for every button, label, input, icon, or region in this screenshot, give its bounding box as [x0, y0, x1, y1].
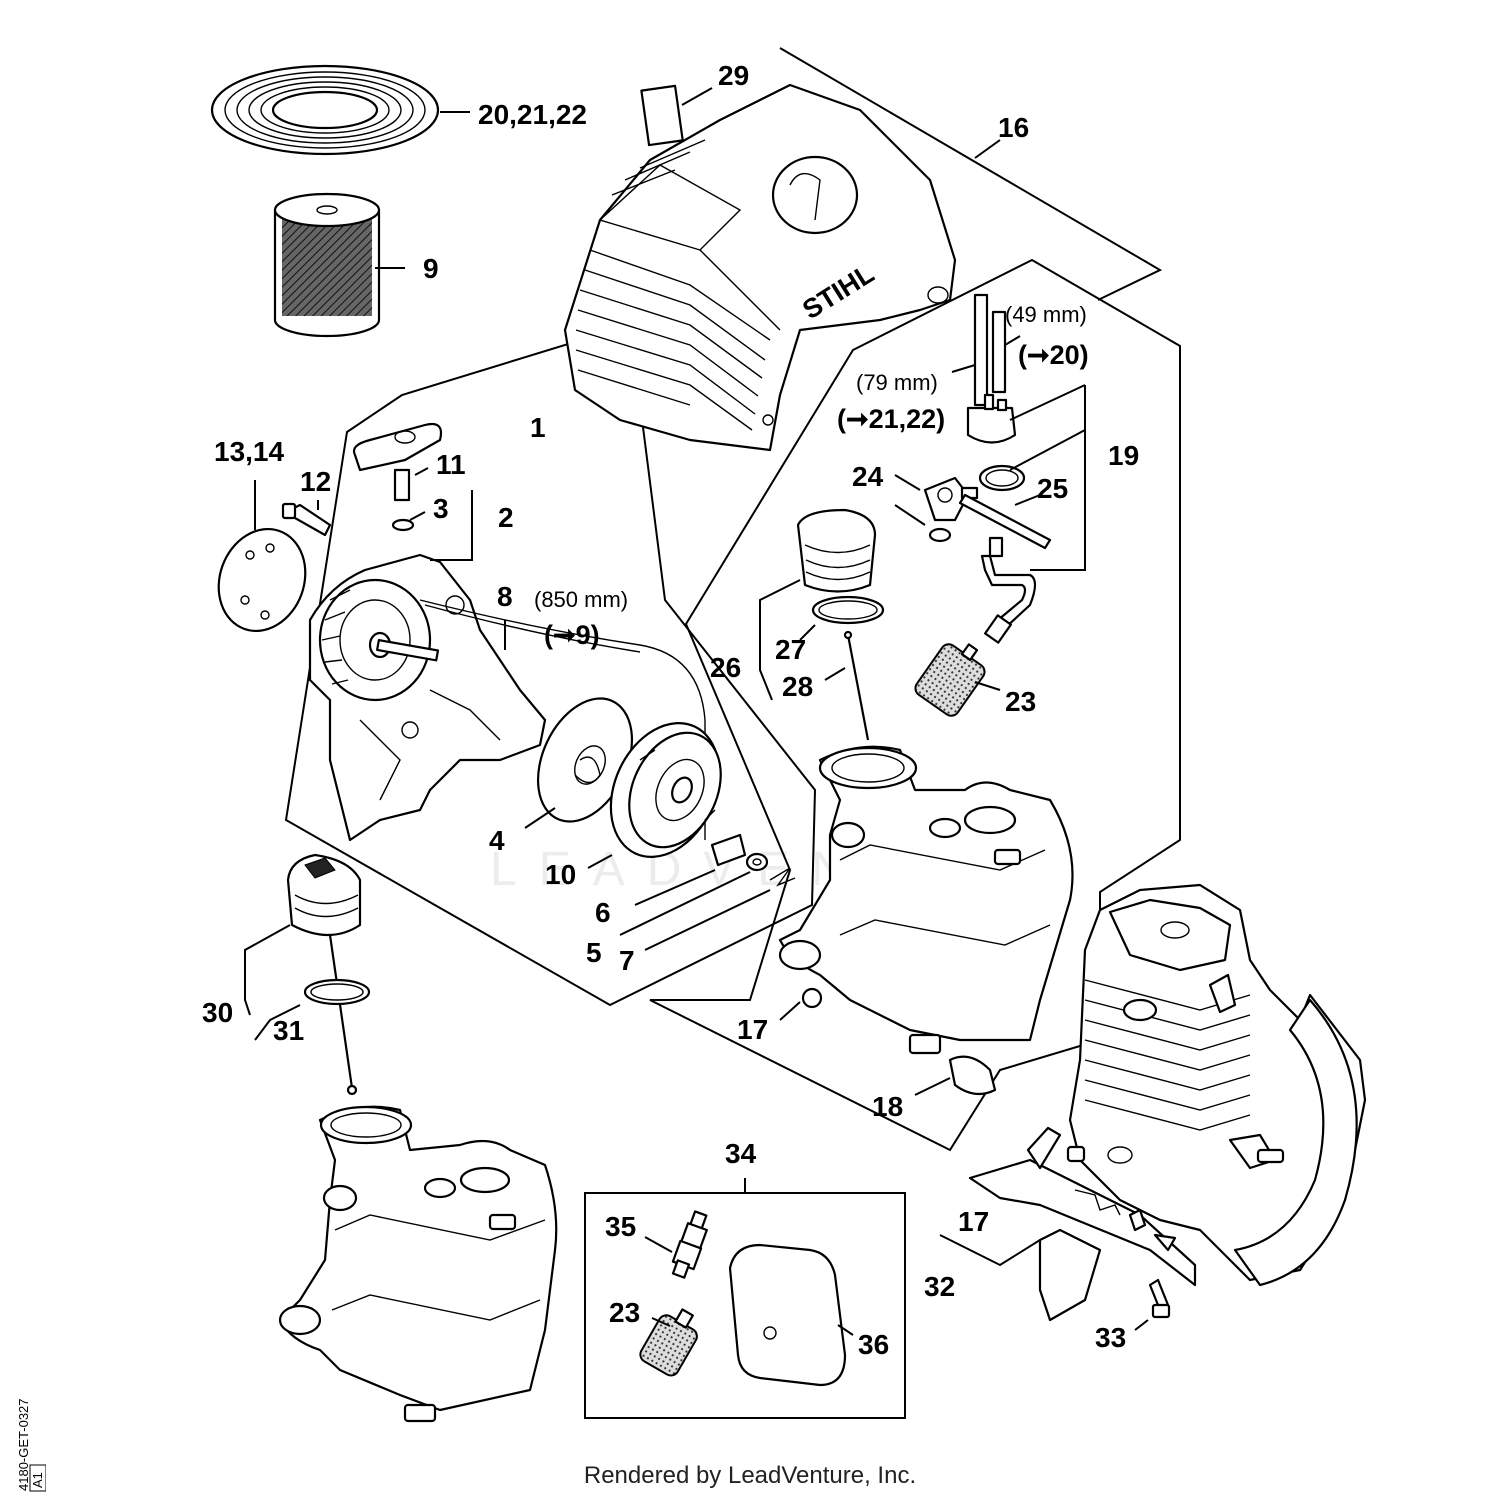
air-filter [728, 1243, 847, 1387]
callout-36: 36 [858, 1329, 889, 1360]
fuel-tank-lower [278, 1105, 558, 1423]
sticker-label [640, 84, 684, 147]
fan-housing [308, 553, 547, 842]
starter-handle [352, 422, 443, 502]
callout-9: 9 [423, 253, 439, 284]
callout-4: 4 [489, 825, 505, 856]
callout-2: 2 [498, 502, 514, 533]
note-to-9: (➞9) [544, 620, 600, 650]
drawing-revision: A1 [30, 1472, 45, 1488]
callout-13-14: 13,14 [214, 436, 284, 467]
bracket-screw-33 [1148, 1278, 1171, 1319]
callout-23-kit: 23 [609, 1297, 640, 1328]
starter-screw-12 [281, 502, 332, 537]
group-outline-16 [779, 47, 1163, 301]
rewind-spring [536, 697, 634, 823]
note-to-20: (➞20) [1018, 340, 1089, 370]
callout-17-lower: 17 [958, 1206, 989, 1237]
callout-6: 6 [595, 897, 611, 928]
callout-16: 16 [998, 112, 1029, 143]
tube-rod [958, 493, 1052, 550]
callout-30: 30 [202, 997, 233, 1028]
callout-27: 27 [775, 634, 806, 665]
callout-12: 12 [300, 466, 331, 497]
spring-washer [745, 852, 769, 872]
line-spool [273, 192, 381, 338]
callout-10: 10 [545, 859, 576, 890]
callout-28: 28 [782, 671, 813, 702]
callout-17-upper: 17 [737, 1014, 768, 1045]
callout-29: 29 [718, 60, 749, 91]
group-outline-19 [1030, 385, 1086, 571]
callout-23-upper: 23 [1005, 686, 1036, 717]
fuel-tubes [966, 293, 1026, 492]
coiled-trimmer-line [210, 64, 440, 156]
callout-1: 1 [530, 412, 546, 443]
callout-32: 32 [924, 1271, 955, 1302]
engine-shroud: STIHL [563, 83, 957, 452]
rope-rotor [609, 722, 722, 858]
callout-35: 35 [605, 1211, 636, 1242]
fuel-tank-upper [778, 745, 1074, 1096]
drawing-code-block: 4180-GET-0327 A1 [6, 1385, 47, 1495]
callout-19: 19 [1108, 440, 1139, 471]
fuel-tank-cap [796, 508, 885, 741]
spring-clip [769, 867, 796, 887]
callout-5: 5 [586, 937, 602, 968]
callout-3: 3 [433, 493, 449, 524]
note-79mm: (79 mm) [856, 370, 938, 395]
drawing-code: 4180-GET-0327 [16, 1398, 31, 1491]
callout-33: 33 [1095, 1322, 1126, 1353]
callout-26: 26 [710, 652, 741, 683]
spark-plug [671, 1210, 708, 1279]
callout-31: 31 [273, 1015, 304, 1046]
note-to-21-22: (➞21,22) [837, 404, 945, 434]
callout-34: 34 [725, 1138, 757, 1169]
footer-credit: Rendered by LeadVenture, Inc. [583, 1462, 917, 1489]
tank-vent-valve [923, 476, 979, 543]
starter-cover-plate [217, 527, 307, 633]
callout-11: 11 [436, 449, 466, 480]
note-850mm: (850 mm) [534, 587, 628, 612]
group-outline-1 [284, 323, 817, 1007]
pawl [710, 833, 747, 867]
fuel-cap-30 [286, 853, 362, 1096]
starter-rope [419, 599, 706, 840]
mounting-bracket [968, 1126, 1197, 1322]
callout-24: 24 [852, 461, 884, 492]
fuel-filter-kit [639, 1308, 698, 1377]
callout-25: 25 [1037, 473, 1068, 504]
callout-20-21-22: 20,21,22 [478, 99, 587, 130]
callout-7: 7 [619, 945, 635, 976]
fuel-hose-with-filter [914, 536, 1037, 717]
starter-washer [391, 518, 415, 532]
o-ring-31 [303, 978, 371, 1006]
callout-18: 18 [872, 1091, 903, 1122]
note-49mm: (49 mm) [1005, 302, 1087, 327]
callout-8: 8 [497, 581, 513, 612]
